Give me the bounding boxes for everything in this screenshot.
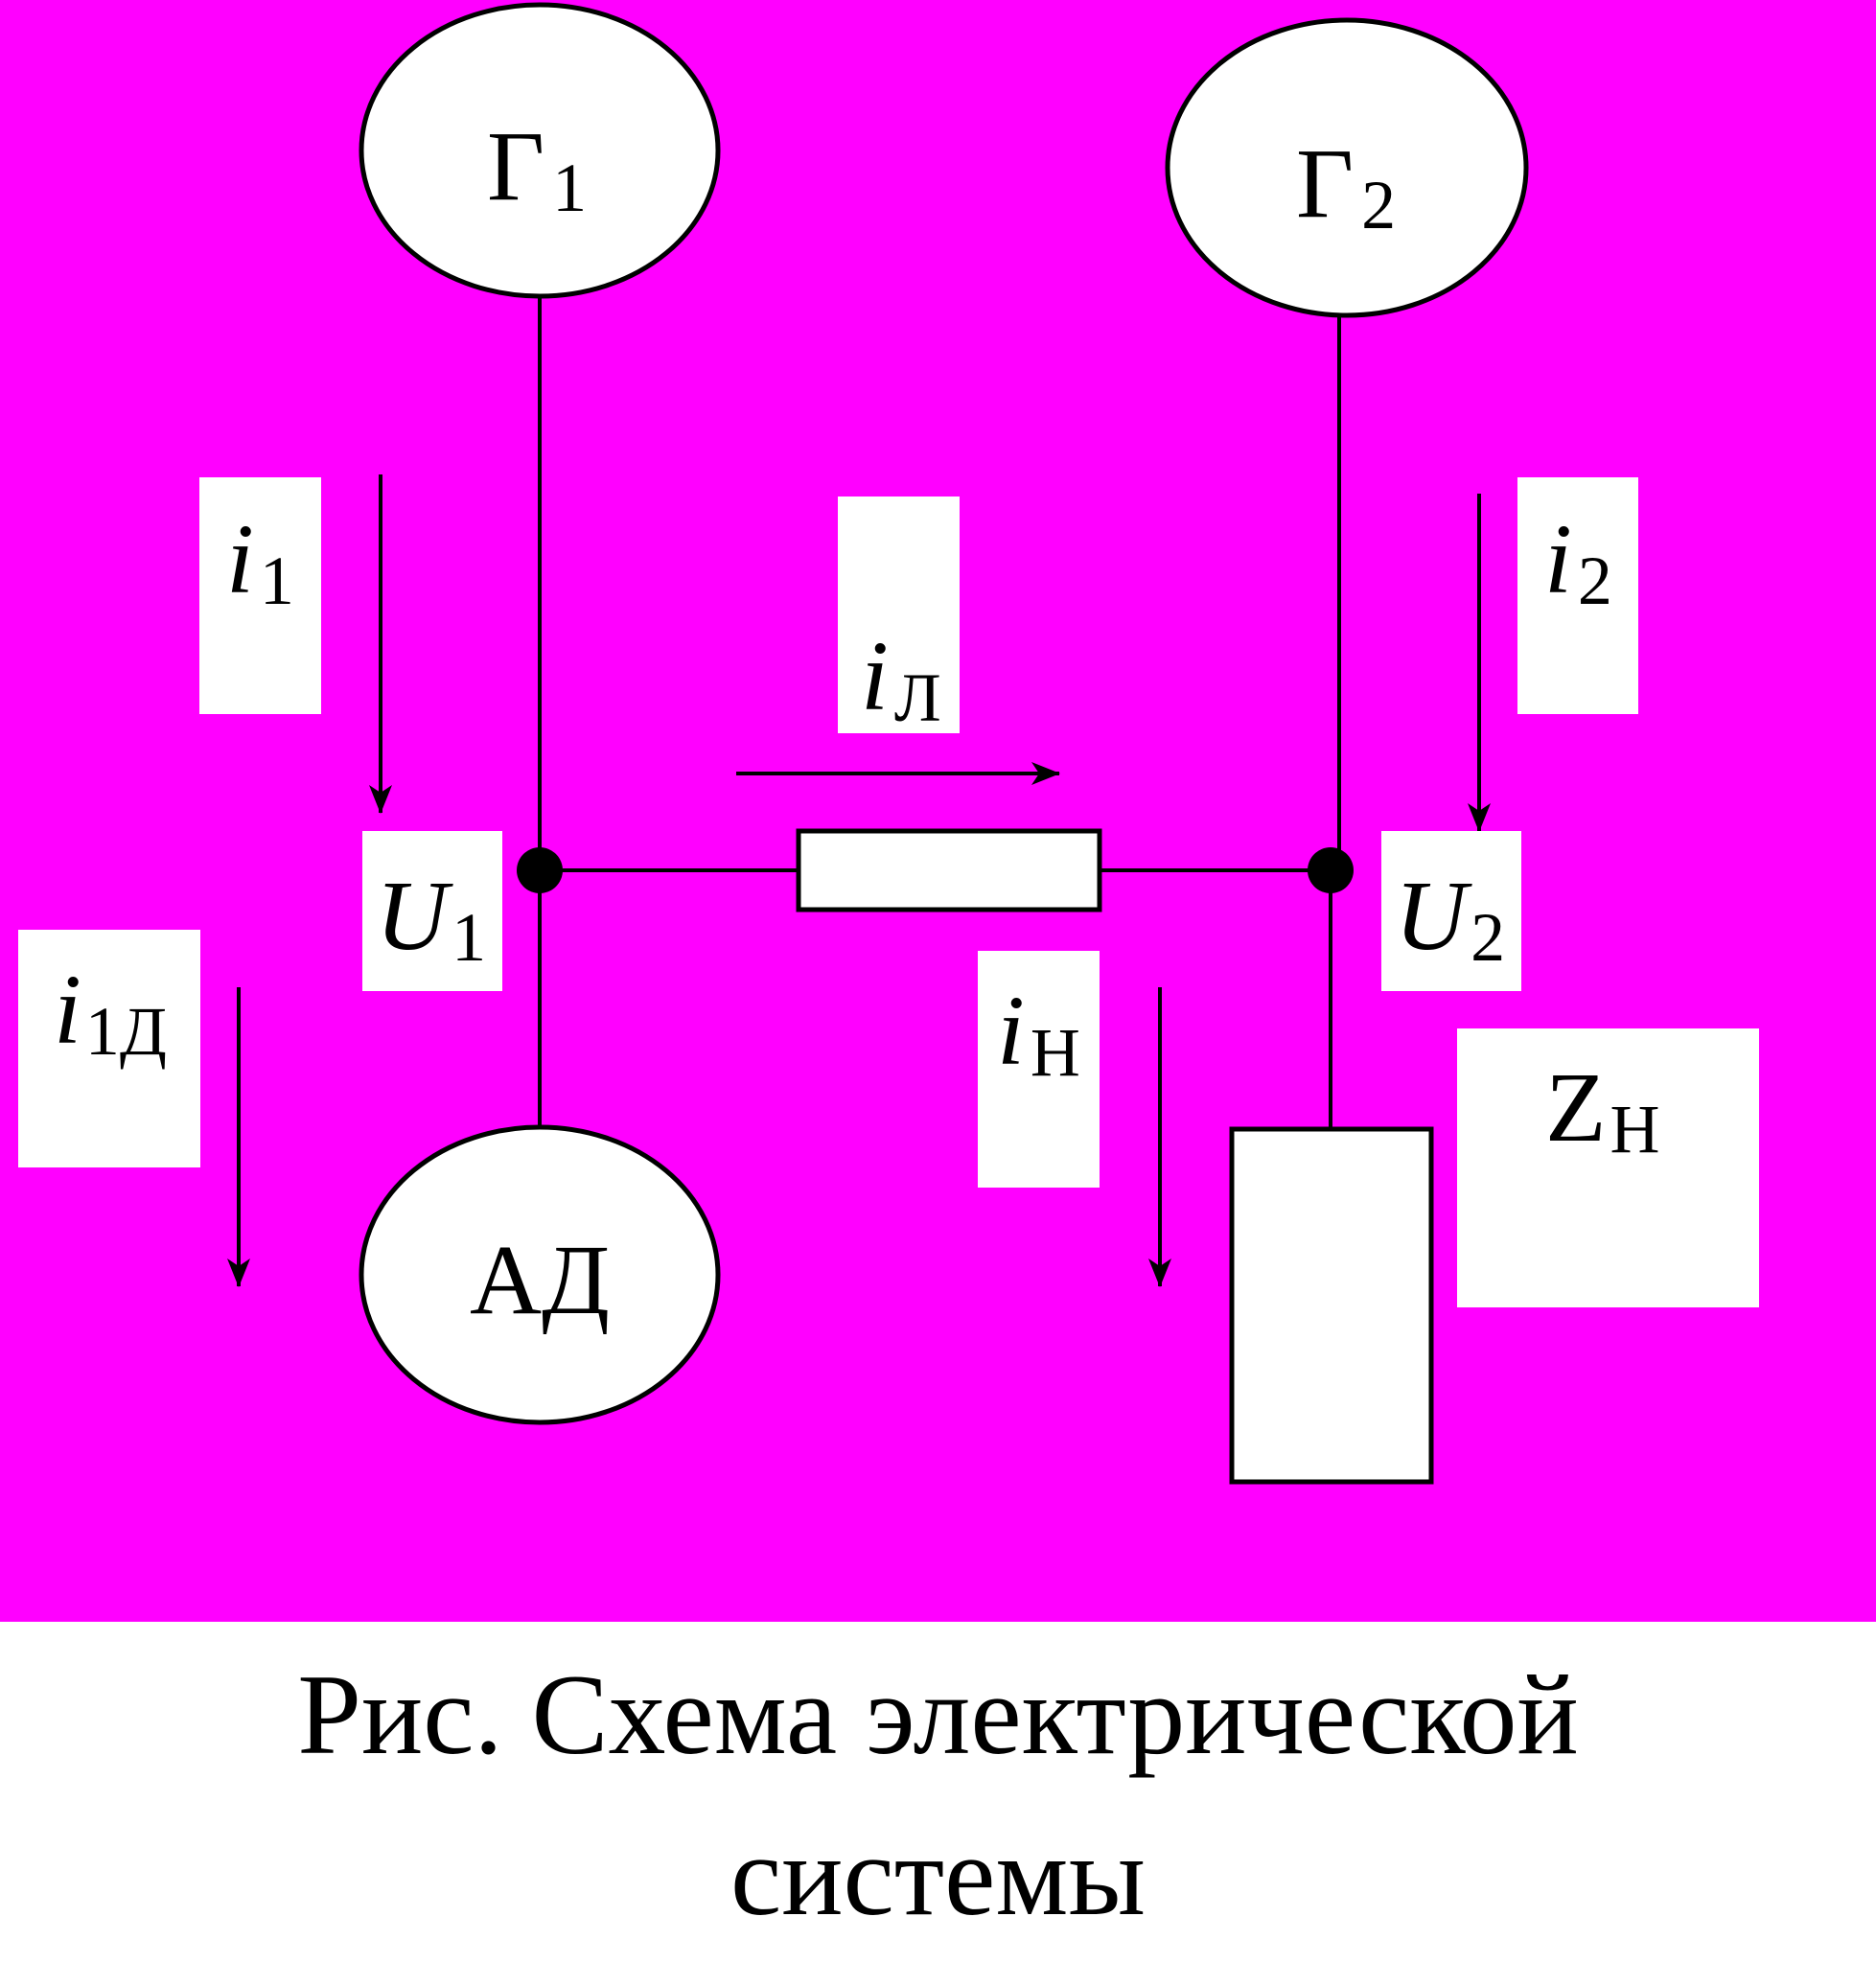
i1-label-box bbox=[199, 477, 321, 714]
i1D-label-box bbox=[18, 930, 200, 1167]
load-impedance-box bbox=[1229, 1126, 1434, 1485]
iL-label-box bbox=[838, 497, 960, 733]
ZN-label-box bbox=[1457, 1028, 1759, 1307]
i1-label: i1 bbox=[226, 504, 294, 619]
i2-label: i2 bbox=[1544, 504, 1612, 619]
motor-label: АД bbox=[470, 1225, 610, 1335]
U1-label: U1 bbox=[376, 861, 486, 976]
iN-label-box bbox=[978, 951, 1100, 1188]
i1D-label: i1Д bbox=[54, 955, 167, 1070]
line-resistor bbox=[796, 828, 1102, 912]
iL-label: iЛ bbox=[861, 621, 941, 736]
U2-label-box bbox=[1381, 831, 1521, 991]
bus-2-node bbox=[1308, 847, 1354, 893]
bus-1-node bbox=[517, 847, 563, 893]
figure-caption: Рис. Схема электрической системы bbox=[0, 1634, 1876, 1956]
U1-label-box bbox=[362, 831, 502, 991]
caption-line-2: системы bbox=[730, 1812, 1146, 1939]
i2-label-box bbox=[1517, 477, 1638, 714]
generator-1-circle bbox=[359, 2, 721, 299]
iN-label: iН bbox=[997, 976, 1080, 1091]
U2-label: U2 bbox=[1395, 861, 1505, 976]
generator-2-circle bbox=[1165, 17, 1529, 318]
ZN-label: ZН bbox=[1545, 1052, 1660, 1167]
magenta-background bbox=[0, 0, 1876, 1622]
caption-line-1: Рис. Схема электрической bbox=[297, 1651, 1579, 1778]
